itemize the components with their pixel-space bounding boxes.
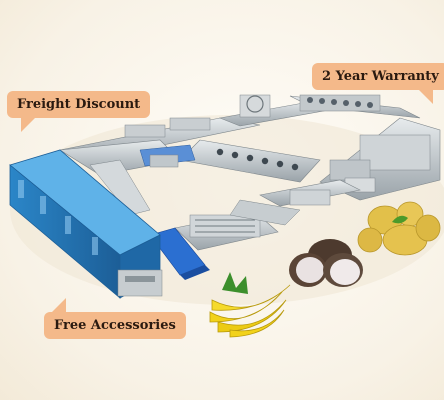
free-accessories-badge: Free Accessories (44, 298, 186, 339)
potatoes (357, 201, 441, 256)
bananas (209, 272, 291, 338)
blue-incline-conveyor (149, 227, 210, 280)
right-conveyor-line (319, 117, 441, 201)
warranty-badge: 2 Year Warranty (312, 63, 444, 104)
freight-discount-badge: Freight Discount (7, 91, 151, 132)
taro-slices (289, 239, 363, 287)
left-sorting-area (59, 139, 196, 216)
front-washer (174, 199, 301, 251)
blue-dryer-machine (9, 149, 163, 299)
center-conveyor-line (179, 139, 361, 207)
